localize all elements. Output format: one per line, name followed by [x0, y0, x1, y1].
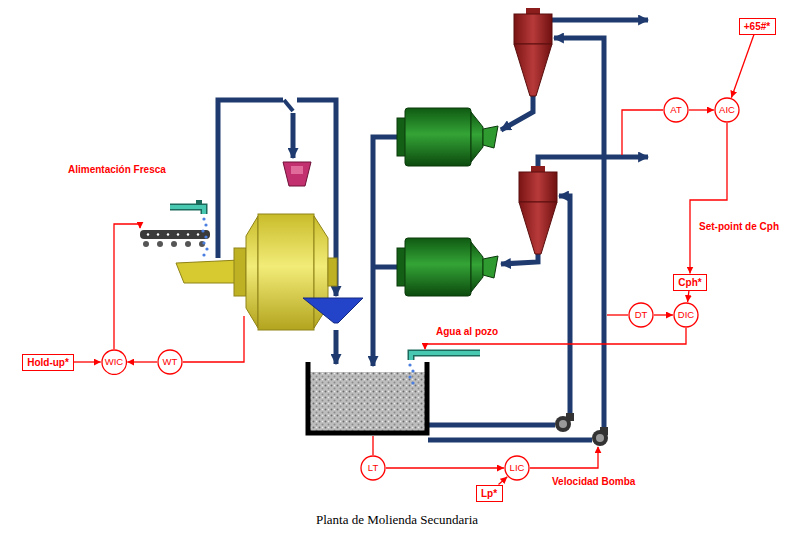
water-valve — [170, 200, 204, 214]
signal-connector — [690, 123, 727, 274]
edge-label: Set-point de Cph — [697, 221, 781, 233]
instrument-bubble: DT — [628, 302, 654, 328]
mill-trunnion — [328, 258, 337, 286]
instrument-tag: WT — [163, 357, 178, 367]
signal-connector — [74, 361, 101, 362]
suction-pipe — [428, 438, 592, 443]
signal-line — [183, 316, 244, 362]
ball-mill — [397, 108, 498, 166]
water-drops — [201, 217, 208, 256]
diverter-gate — [284, 100, 293, 111]
signal-label: Agua al pozo — [436, 326, 498, 338]
bubble-circle — [158, 350, 182, 374]
instrument-bubble: LT — [360, 455, 386, 481]
bubble-circle — [715, 98, 739, 122]
instrument-bubble: LIC — [504, 455, 530, 481]
signal-line — [622, 110, 663, 155]
instrument-tag: AT — [670, 105, 681, 115]
bubble-circle — [102, 350, 126, 374]
pump-symbol — [592, 427, 608, 446]
instrument-bubble: AT — [663, 97, 689, 123]
sump-tank — [308, 362, 427, 433]
slurry-fill — [310, 372, 426, 432]
signal-label: Alimentación Fresca — [68, 164, 166, 176]
primary-mill — [176, 214, 337, 330]
ore-feeder — [283, 162, 311, 186]
signal-line — [607, 314, 628, 315]
cyclone-feed-pipe — [559, 196, 570, 416]
instrument-tag: Hold-up* — [27, 357, 69, 368]
setpoint-box: Lp* — [476, 485, 503, 502]
signal-connector — [654, 314, 673, 315]
conveyor-rollers — [143, 241, 205, 247]
instrument-tag: Lp* — [481, 488, 497, 499]
signal-connector — [499, 477, 508, 485]
instrument-tag: DIC — [678, 310, 694, 320]
bubble-circle — [361, 456, 385, 480]
conveyor-belt — [140, 230, 210, 239]
discharge-pipe — [334, 330, 339, 364]
signal-line — [114, 224, 140, 349]
water-drops — [408, 363, 414, 384]
slurry-pipes — [218, 20, 648, 440]
setpoint-box: Hold-up* — [22, 354, 74, 371]
signal-label: Velocidad Bomba — [552, 476, 635, 488]
belt-dots — [147, 233, 199, 235]
feeder-pipe — [291, 113, 296, 158]
feed-chute — [176, 260, 240, 283]
water-valve — [411, 353, 480, 360]
bubble-circle — [664, 98, 688, 122]
instrument-tag: WIC — [105, 357, 123, 367]
instrument-tag: LIC — [510, 463, 525, 473]
mill-shell — [258, 214, 314, 330]
suction-pipe — [428, 423, 555, 428]
signal-lines — [114, 110, 686, 468]
instrument-tag: DT — [635, 310, 648, 320]
instrument-tag: Cph* — [678, 277, 701, 288]
setpoint-box: +65#* — [739, 18, 776, 35]
hydrocyclone — [519, 166, 557, 254]
ball-mill — [397, 238, 498, 296]
signal-connector — [386, 467, 504, 468]
signal-connector — [689, 109, 714, 110]
bubble-circle — [505, 456, 529, 480]
underflow-pipe — [501, 96, 533, 130]
instrument-tag: LT — [368, 463, 378, 473]
overflow-pipe — [552, 18, 648, 23]
instrument-bubble: DIC — [673, 302, 699, 328]
setpoint-box: Cph* — [673, 274, 707, 291]
discharge-pipe — [373, 137, 397, 366]
figure-caption: Planta de Molienda Secundaria — [0, 512, 794, 528]
instrument-bubble: AIC — [714, 97, 740, 123]
signal-line — [372, 436, 373, 455]
signal-connector — [731, 35, 754, 98]
cyclone-feed-pipe — [554, 38, 604, 430]
signal-connector — [127, 361, 157, 362]
instrument-tag: +65#* — [744, 21, 770, 32]
bubble-circle — [629, 303, 653, 327]
signal-connector — [688, 291, 689, 303]
overflow-pipe — [538, 157, 648, 166]
instrument-tag: AIC — [719, 105, 735, 115]
underflow-pipe — [501, 254, 538, 264]
discharge-pipe — [373, 265, 397, 270]
hydrocyclone — [514, 8, 552, 96]
ore-feeder — [291, 166, 303, 174]
discharge-funnel — [303, 298, 363, 323]
signal-line — [530, 447, 598, 468]
mill-trunnion — [234, 248, 246, 296]
pump-symbol — [555, 413, 574, 432]
bubble-circle — [674, 303, 698, 327]
feed-conveyor — [140, 230, 210, 247]
mill-head — [246, 216, 258, 328]
instrument-bubble: WT — [157, 349, 183, 375]
instrument-bubble: WIC — [101, 349, 127, 375]
